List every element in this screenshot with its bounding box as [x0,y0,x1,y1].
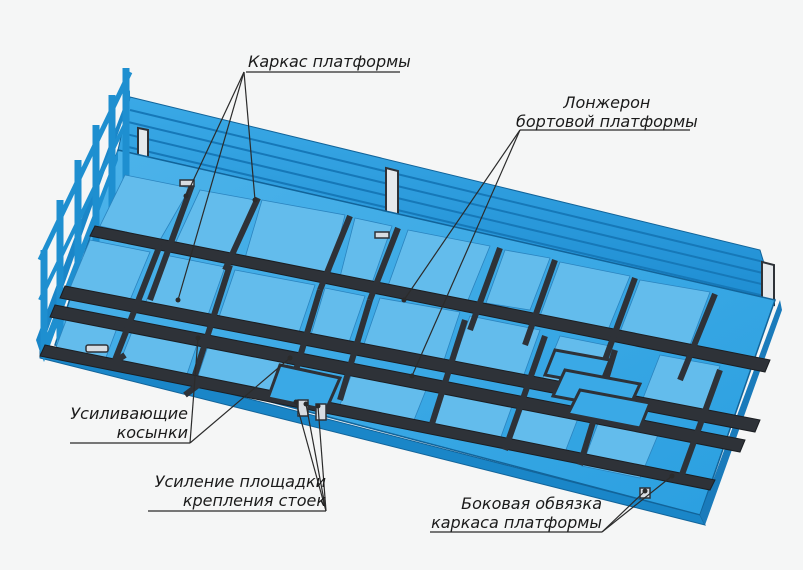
leader-lines [70,71,690,533]
stake-mount-pads [265,348,653,430]
front-side-binding [39,300,782,526]
label-stake-mount-line1: Усиление площадки [154,472,326,491]
label-stake-mount-line2: крепления стоек [182,491,326,510]
label-platform-frame-text: Каркас платформы [248,52,411,71]
leader-dots [175,193,675,494]
label-longeron-line1: Лонжерон [563,93,651,112]
label-gussets: Усиливающие косынки [70,404,188,442]
label-gussets-line1: Усиливающие [70,404,188,423]
label-longeron-line2: бортовой платформы [516,112,698,131]
label-gussets-line2: косынки [116,423,188,442]
far-side-board [117,96,776,307]
label-platform-frame: Каркас платформы [248,52,411,71]
label-stake-mount: Усиление площадки крепления стоек [148,472,326,510]
label-side-binding-line1: Боковая обвязка [461,494,602,513]
label-side-binding: Боковая обвязка каркаса платформы [430,494,602,532]
label-side-binding-line2: каркаса платформы [431,513,602,532]
cross-members [108,183,723,482]
label-longeron: Лонжерон бортовой платформы [516,93,698,131]
